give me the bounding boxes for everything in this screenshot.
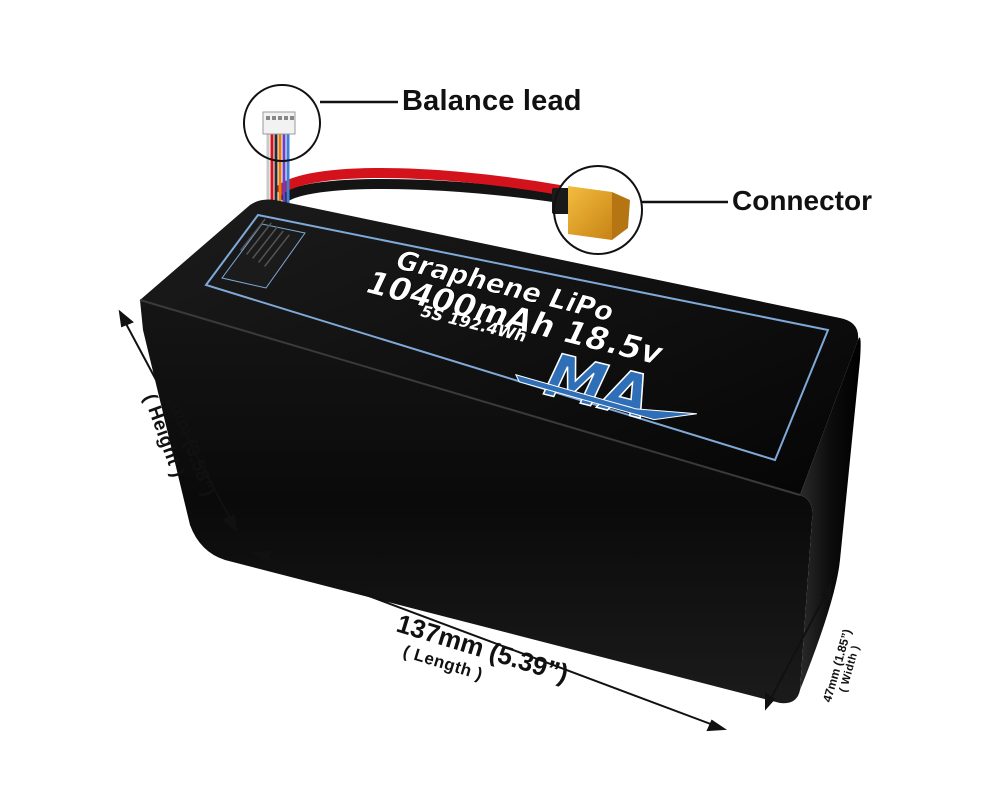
balance-lead-plug <box>262 111 296 135</box>
label-fine-print <box>240 218 290 267</box>
battery-body <box>139 199 861 704</box>
balance-lead-label: Balance lead <box>402 85 582 117</box>
connector-label: Connector <box>732 185 872 216</box>
height-dimension-arrow <box>118 309 238 533</box>
power-wires <box>266 130 561 205</box>
connector-callout-circle <box>553 165 643 255</box>
balance-lead-callout-circle <box>243 84 321 162</box>
width-dimension-arrow <box>765 583 831 711</box>
length-dimension-arrow <box>250 550 728 732</box>
xt-connector <box>552 186 630 240</box>
